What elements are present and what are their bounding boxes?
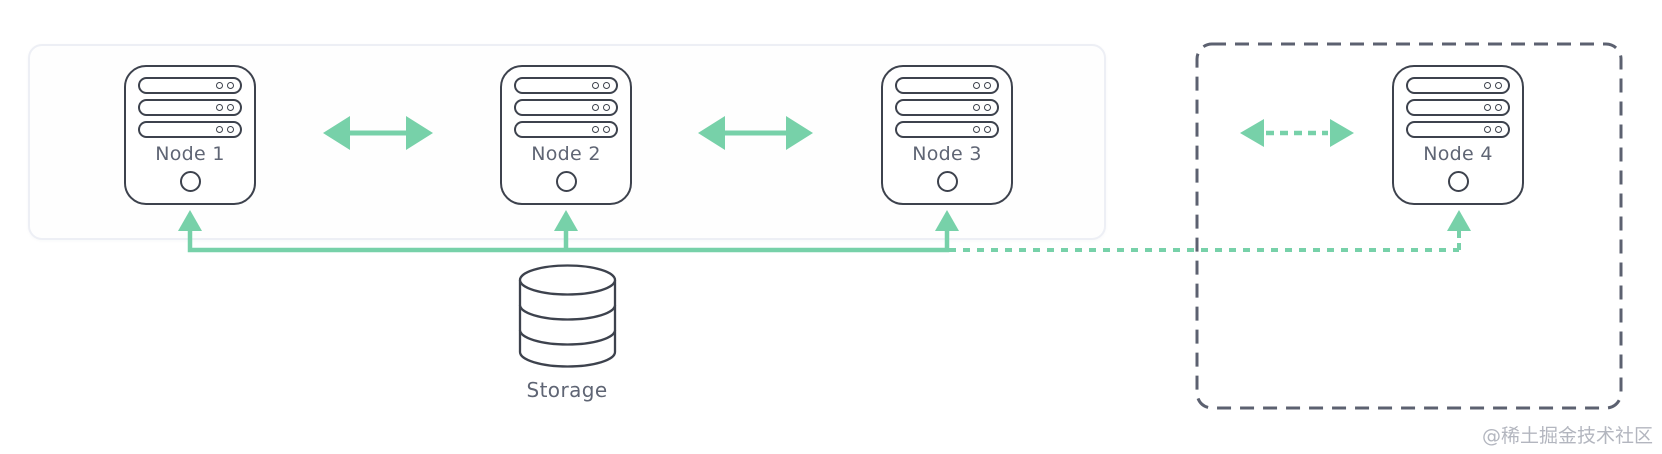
server-bar xyxy=(1406,121,1510,138)
server-bar xyxy=(895,121,999,138)
server-icon xyxy=(502,67,630,138)
node-label: Node 4 xyxy=(1423,143,1493,165)
led-dot-icon xyxy=(227,126,234,133)
led-dot-icon xyxy=(216,82,223,89)
server-node: Node 3 xyxy=(881,65,1013,205)
arrow-up-icon xyxy=(178,210,202,231)
server-bar xyxy=(138,77,242,94)
led-dot-icon xyxy=(1495,82,1502,89)
led-dot-icon xyxy=(592,126,599,133)
node-label: Node 2 xyxy=(531,143,601,165)
watermark: @稀土掘金技术社区 xyxy=(1481,425,1653,447)
led-dot-icon xyxy=(1495,126,1502,133)
server-icon xyxy=(883,67,1011,138)
server-bar xyxy=(895,77,999,94)
led-dot-icon xyxy=(603,104,610,111)
led-dot-icon xyxy=(1484,126,1491,133)
led-dot-icon xyxy=(592,104,599,111)
led-dot-icon xyxy=(603,82,610,89)
led-dot-icon xyxy=(216,104,223,111)
led-dot-icon xyxy=(984,126,991,133)
server-bar xyxy=(138,121,242,138)
led-dot-icon xyxy=(973,82,980,89)
server-icon xyxy=(1394,67,1522,138)
double-arrow-icon xyxy=(323,116,433,150)
double-arrow-icon xyxy=(698,116,813,150)
storage-label: Storage xyxy=(526,378,608,402)
led-dot-icon xyxy=(603,126,610,133)
led-dot-icon xyxy=(984,104,991,111)
server-node: Node 1 xyxy=(124,65,256,205)
led-dot-icon xyxy=(1484,104,1491,111)
server-bar xyxy=(895,99,999,116)
led-dot-icon xyxy=(984,82,991,89)
server-node: Node 4 xyxy=(1392,65,1524,205)
led-dot-icon xyxy=(973,126,980,133)
led-dot-icon xyxy=(973,104,980,111)
arrow-up-icon xyxy=(1447,210,1471,231)
led-dot-icon xyxy=(1495,104,1502,111)
node-label: Node 1 xyxy=(155,143,225,165)
server-bar xyxy=(514,99,618,116)
server-bar xyxy=(1406,99,1510,116)
power-button-icon xyxy=(179,170,201,192)
led-dot-icon xyxy=(227,104,234,111)
arrow-up-icon xyxy=(554,210,578,231)
power-button-icon xyxy=(936,170,958,192)
arrow-up-icon xyxy=(935,210,959,231)
database-icon xyxy=(518,264,617,368)
led-dot-icon xyxy=(592,82,599,89)
led-dot-icon xyxy=(1484,82,1491,89)
server-node: Node 2 xyxy=(500,65,632,205)
led-dot-icon xyxy=(216,126,223,133)
power-button-icon xyxy=(555,170,577,192)
node-label: Node 3 xyxy=(912,143,982,165)
power-button-icon xyxy=(1447,170,1469,192)
server-icon xyxy=(126,67,254,138)
storage-trunk-line xyxy=(178,210,959,253)
double-arrow-dashed-icon xyxy=(1240,119,1354,147)
standby-group-dashed-box xyxy=(1195,42,1623,410)
server-bar xyxy=(514,121,618,138)
storage-trunk-dotted-line xyxy=(949,210,1471,252)
server-bar xyxy=(138,99,242,116)
led-dot-icon xyxy=(227,82,234,89)
server-bar xyxy=(514,77,618,94)
server-bar xyxy=(1406,77,1510,94)
